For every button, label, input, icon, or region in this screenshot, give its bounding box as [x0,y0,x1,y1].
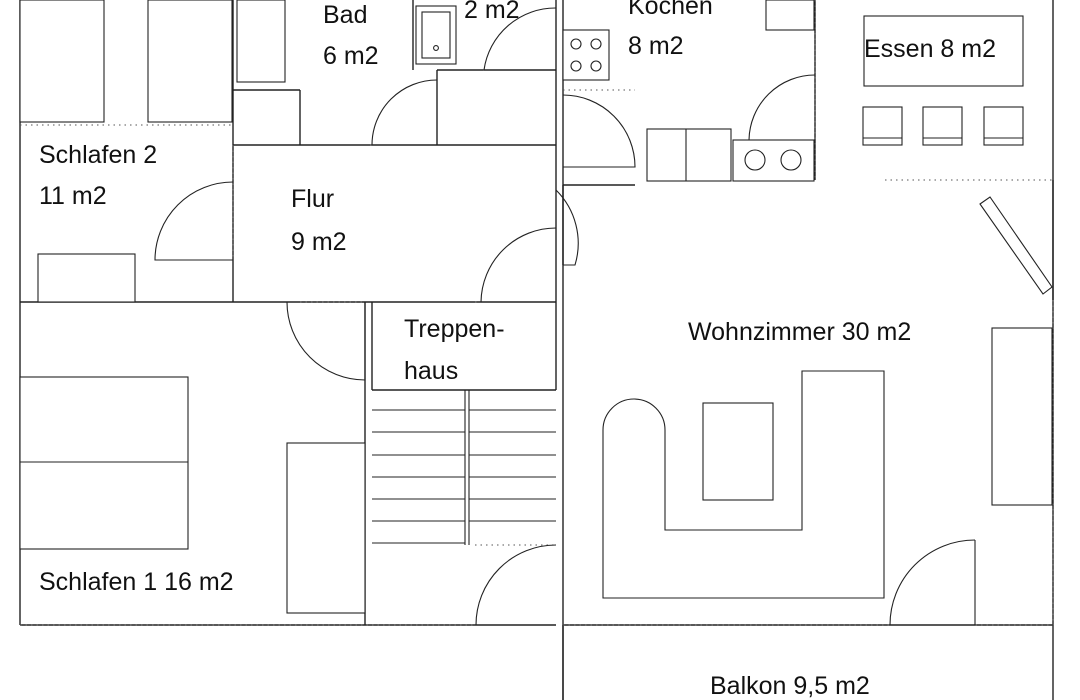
label-flur-name: Flur [291,185,334,213]
staircase [372,390,556,545]
label-kochen-name: Kochen [628,0,713,20]
sideboard [991,327,1053,506]
kitchen-counter [646,128,732,182]
bathtub [236,0,286,83]
room-labels: Bad 6 m2 2 m2 Kochen 8 m2 Essen 8 m2 Sch… [39,0,996,700]
label-wohnzimmer: Wohnzimmer 30 m2 [688,318,911,346]
wardrobe-schlafen1 [286,442,366,614]
dining-chair-3 [983,106,1024,146]
dining-chair-1 [862,106,903,146]
shower [415,5,457,65]
label-balkon: Balkon 9,5 m2 [710,672,870,700]
bed-schlafen1 [19,376,189,550]
label-treppenhaus-line2: haus [404,357,458,385]
door-swings [154,7,976,626]
label-schlafen2-name: Schlafen 2 [39,141,157,169]
label-essen: Essen 8 m2 [864,35,996,63]
stove-top [562,29,610,81]
label-schlafen1: Schlafen 1 16 m2 [39,568,234,596]
desk-schlafen2 [37,253,136,303]
dining-chair-2 [922,106,963,146]
label-schlafen2-area: 11 m2 [39,182,107,210]
label-wc-area: 2 m2 [464,0,520,24]
dining-table [863,15,1024,87]
label-bad-name: Bad [323,1,367,29]
label-treppenhaus-line1: Treppen- [404,315,505,343]
label-bad-area: 6 m2 [323,42,379,70]
label-flur-area: 9 m2 [291,228,347,256]
sofa [602,370,885,599]
bed-schlafen2-right [147,0,233,123]
bed-schlafen2-left [19,0,105,123]
furniture [19,0,1053,614]
wall-shelf [979,196,1053,295]
kitchen-cabinet-top [765,0,815,31]
label-kochen-area: 8 m2 [628,32,684,60]
coffee-table [702,402,774,501]
